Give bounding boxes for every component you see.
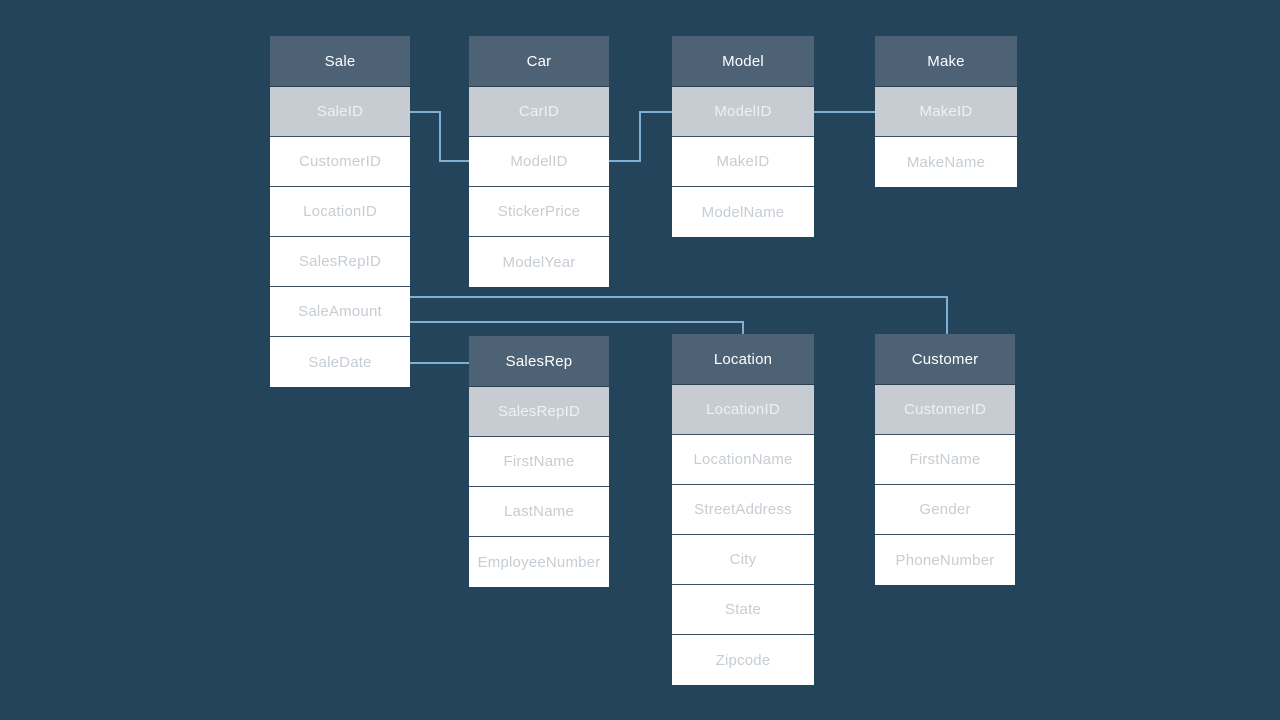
primary-key-field-model-0[interactable]: ModelID <box>672 87 814 137</box>
field-sale-5[interactable]: SaleDate <box>270 337 410 387</box>
connector-sale-customer <box>409 296 948 335</box>
entity-header-model: Model <box>672 36 814 87</box>
primary-key-field-make-0[interactable]: MakeID <box>875 87 1017 137</box>
primary-key-field-customer-0[interactable]: CustomerID <box>875 385 1015 435</box>
field-sale-3[interactable]: SalesRepID <box>270 237 410 287</box>
entity-header-make: Make <box>875 36 1017 87</box>
entity-header-sale: Sale <box>270 36 410 87</box>
field-location-1[interactable]: LocationName <box>672 435 814 485</box>
field-model-1[interactable]: MakeID <box>672 137 814 187</box>
field-model-2[interactable]: ModelName <box>672 187 814 237</box>
field-car-2[interactable]: StickerPrice <box>469 187 609 237</box>
entity-header-location: Location <box>672 334 814 385</box>
field-location-4[interactable]: State <box>672 585 814 635</box>
primary-key-field-salesrep-0[interactable]: SalesRepID <box>469 387 609 437</box>
primary-key-field-location-0[interactable]: LocationID <box>672 385 814 435</box>
entity-header-car: Car <box>469 36 609 87</box>
field-salesrep-2[interactable]: LastName <box>469 487 609 537</box>
field-sale-1[interactable]: CustomerID <box>270 137 410 187</box>
field-sale-2[interactable]: LocationID <box>270 187 410 237</box>
entity-header-customer: Customer <box>875 334 1015 385</box>
field-location-3[interactable]: City <box>672 535 814 585</box>
primary-key-field-sale-0[interactable]: SaleID <box>270 87 410 137</box>
field-customer-1[interactable]: FirstName <box>875 435 1015 485</box>
field-car-3[interactable]: ModelYear <box>469 237 609 287</box>
connector-sale-location <box>409 321 744 335</box>
field-customer-2[interactable]: Gender <box>875 485 1015 535</box>
field-salesrep-3[interactable]: EmployeeNumber <box>469 537 609 587</box>
connector-car-model <box>608 111 673 162</box>
field-customer-3[interactable]: PhoneNumber <box>875 535 1015 585</box>
field-salesrep-1[interactable]: FirstName <box>469 437 609 487</box>
field-make-1[interactable]: MakeName <box>875 137 1017 187</box>
field-sale-4[interactable]: SaleAmount <box>270 287 410 337</box>
primary-key-field-car-0[interactable]: CarID <box>469 87 609 137</box>
field-location-2[interactable]: StreetAddress <box>672 485 814 535</box>
field-location-5[interactable]: Zipcode <box>672 635 814 685</box>
entity-header-salesrep: SalesRep <box>469 336 609 387</box>
connector-sale-car <box>409 111 470 162</box>
field-car-1[interactable]: ModelID <box>469 137 609 187</box>
